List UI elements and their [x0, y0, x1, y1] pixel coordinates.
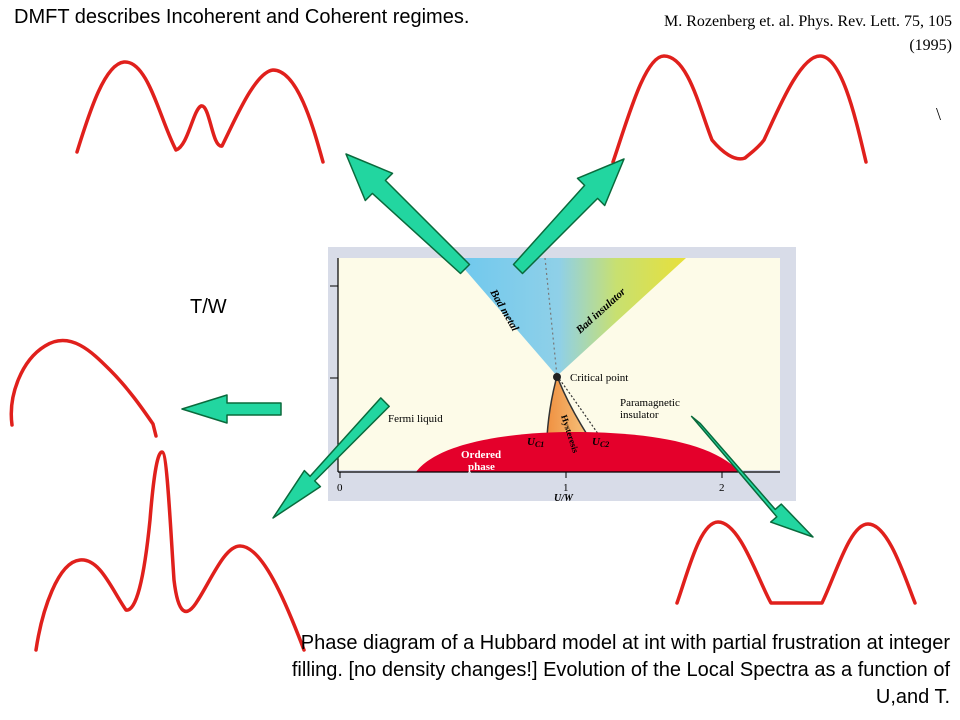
uc2-label: UC2 [592, 436, 609, 449]
citation: M. Rozenberg et. al. Phys. Rev. Lett. 75… [560, 10, 952, 58]
arrow-to-bad-metal [345, 153, 471, 275]
citation-line-1: M. Rozenberg et. al. Phys. Rev. Lett. 75… [664, 13, 952, 30]
insulator-label: insulator [620, 409, 659, 421]
arrow-to-bad-insulator [512, 158, 625, 275]
spectrum-insulator-curve [675, 520, 917, 605]
spectrum-bad-insulator-curve [611, 54, 868, 164]
x-tick-label-2: 2 [719, 482, 725, 494]
arrow-to-fermi-liquid [272, 397, 390, 519]
temperature-axis-label: T/W [190, 296, 227, 318]
slide-title: DMFT describes Incoherent and Coherent r… [14, 6, 470, 28]
phase-diagram: Critical point Fermi liquid Paramagnetic… [328, 247, 796, 504]
ordered-phase-region [416, 432, 740, 472]
stray-mark: \ [936, 104, 942, 124]
slide-caption: Phase diagram of a Hubbard model at int … [291, 632, 950, 708]
x-tick-label-1: 1 [563, 482, 569, 494]
phase-label: phase [468, 461, 495, 473]
spectrum-high-t-curve [9, 338, 158, 438]
citation-line-2: (1995) [909, 37, 952, 54]
paramagnetic-label: Paramagnetic [620, 397, 680, 409]
arrow-to-insulator [690, 415, 814, 538]
arrow-to-high-t [181, 394, 282, 424]
spectrum-bad-metal-curve [75, 60, 325, 164]
uc1-label: UC1 [527, 436, 544, 449]
incoherent-wedge [455, 258, 686, 376]
fermi-liquid-label: Fermi liquid [388, 413, 443, 425]
spectrum-fermi-liquid-curve [34, 450, 306, 652]
critical-point-label: Critical point [570, 372, 628, 384]
x-tick-label-0: 0 [337, 482, 343, 494]
x-axis-label: U/W [554, 493, 574, 504]
ordered-label: Ordered [461, 449, 501, 461]
critical-point-marker [553, 373, 561, 381]
